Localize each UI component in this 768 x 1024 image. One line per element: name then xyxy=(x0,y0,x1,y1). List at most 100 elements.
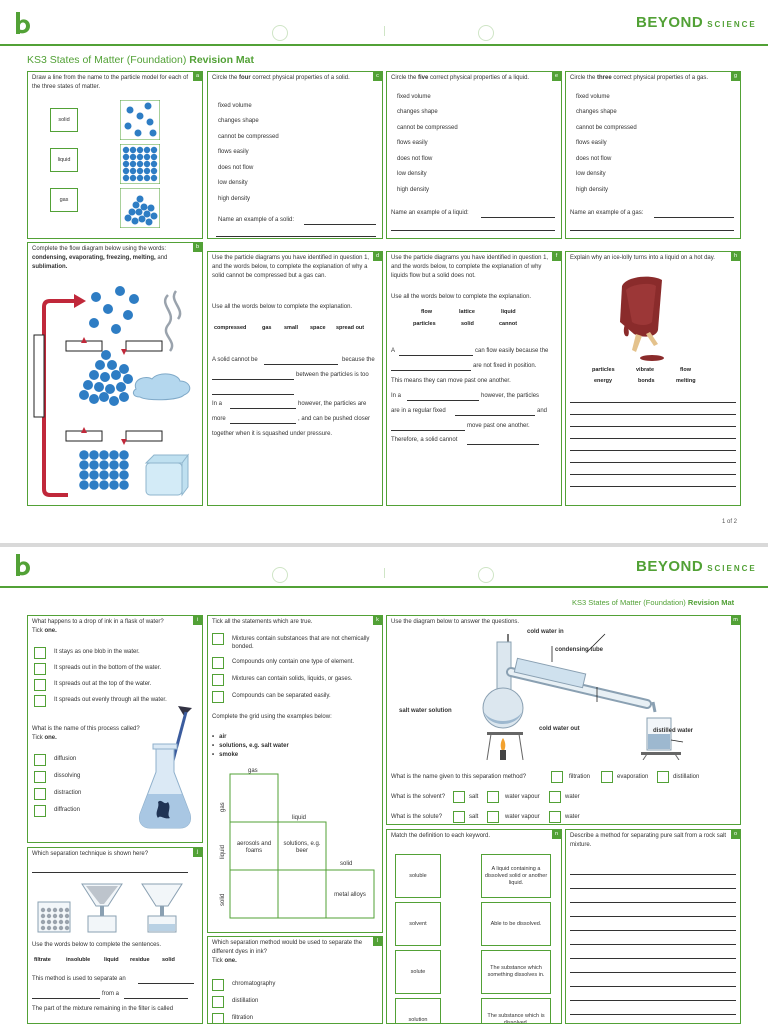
answer-blank[interactable] xyxy=(138,983,194,984)
answer-checkbox[interactable] xyxy=(601,771,613,783)
answer-option: salt xyxy=(469,814,479,820)
keyword-box[interactable]: solvent xyxy=(395,902,441,946)
answer-blank[interactable] xyxy=(407,400,479,401)
property-option[interactable]: cannot be compressed xyxy=(218,134,279,140)
property-option[interactable]: flows easily xyxy=(576,140,607,146)
property-option[interactable]: fixed volume xyxy=(397,94,431,100)
answer-line[interactable] xyxy=(570,426,736,427)
property-option[interactable]: flows easily xyxy=(218,149,249,155)
property-option[interactable]: high density xyxy=(397,187,430,193)
answer-checkbox[interactable] xyxy=(34,805,46,817)
answer-line[interactable] xyxy=(32,872,188,873)
statement-checkbox[interactable] xyxy=(212,691,224,703)
answer-checkbox[interactable] xyxy=(34,771,46,783)
answer-blank[interactable] xyxy=(455,415,535,416)
property-option[interactable]: high density xyxy=(576,187,609,193)
answer-line[interactable] xyxy=(304,224,376,225)
definition-box[interactable]: A liquid containing a dissolved solid or… xyxy=(481,854,551,898)
answer-checkbox[interactable] xyxy=(487,811,499,823)
answer-line[interactable] xyxy=(570,402,736,403)
property-option[interactable]: changes shape xyxy=(576,109,617,115)
keyword-box[interactable]: solute xyxy=(395,950,441,994)
answer-line[interactable] xyxy=(570,1000,736,1001)
answer-line[interactable] xyxy=(570,462,736,463)
property-option[interactable]: changes shape xyxy=(397,109,438,115)
state-label-liquid[interactable]: liquid xyxy=(50,148,78,172)
property-option[interactable]: fixed volume xyxy=(218,103,252,109)
answer-line[interactable] xyxy=(481,217,555,218)
answer-option: water vapour xyxy=(505,814,540,820)
answer-checkbox[interactable] xyxy=(549,791,561,803)
answer-line[interactable] xyxy=(570,486,736,487)
answer-checkbox[interactable] xyxy=(34,679,46,691)
answer-checkbox[interactable] xyxy=(549,811,561,823)
property-option[interactable]: does not flow xyxy=(397,156,433,162)
state-label-solid[interactable]: solid xyxy=(50,108,78,132)
property-option[interactable]: flows easily xyxy=(397,140,428,146)
answer-checkbox[interactable] xyxy=(34,788,46,800)
answer-line[interactable] xyxy=(570,874,736,875)
property-option[interactable]: high density xyxy=(218,196,251,202)
answer-line[interactable] xyxy=(391,230,555,231)
property-option[interactable]: cannot be compressed xyxy=(397,125,458,131)
answer-checkbox[interactable] xyxy=(34,754,46,766)
answer-line[interactable] xyxy=(570,450,736,451)
answer-checkbox[interactable] xyxy=(212,1013,224,1023)
answer-line[interactable] xyxy=(570,438,736,439)
property-option[interactable]: low density xyxy=(218,180,248,186)
statement-checkbox[interactable] xyxy=(212,657,224,669)
property-option[interactable]: fixed volume xyxy=(576,94,610,100)
answer-line[interactable] xyxy=(570,230,734,231)
definition-box[interactable]: Able to be dissolved. xyxy=(481,902,551,946)
answer-blank[interactable] xyxy=(391,430,465,431)
definition-box[interactable]: The substance which something dissolves … xyxy=(481,950,551,994)
state-label-gas[interactable]: gas xyxy=(50,188,78,212)
answer-line[interactable] xyxy=(570,930,736,931)
statement-checkbox[interactable] xyxy=(212,674,224,686)
answer-line[interactable] xyxy=(570,958,736,959)
answer-checkbox[interactable] xyxy=(453,811,465,823)
answer-checkbox[interactable] xyxy=(212,996,224,1008)
keyword-box[interactable]: soluble xyxy=(395,854,441,898)
property-option[interactable]: cannot be compressed xyxy=(576,125,637,131)
answer-blank[interactable] xyxy=(399,355,473,356)
answer-checkbox[interactable] xyxy=(34,695,46,707)
answer-line[interactable] xyxy=(570,916,736,917)
answer-blank[interactable] xyxy=(391,370,471,371)
statement-checkbox[interactable] xyxy=(212,633,224,645)
answer-line[interactable] xyxy=(570,986,736,987)
answer-blank[interactable] xyxy=(212,394,294,395)
answer-checkbox[interactable] xyxy=(34,647,46,659)
answer-line[interactable] xyxy=(654,217,734,218)
answer-checkbox[interactable] xyxy=(657,771,669,783)
answer-blank[interactable] xyxy=(230,408,296,409)
property-option[interactable]: changes shape xyxy=(218,118,259,124)
answer-line[interactable] xyxy=(570,902,736,903)
answer-line[interactable] xyxy=(570,1014,736,1015)
answer-blank[interactable] xyxy=(467,444,539,445)
keyword-box[interactable]: solution xyxy=(395,998,441,1023)
answer-line[interactable] xyxy=(216,236,376,237)
answer-blank[interactable] xyxy=(212,379,294,380)
answer-blank[interactable] xyxy=(124,998,188,999)
answer-blank[interactable] xyxy=(264,364,338,365)
sentence-text: can flow easily because the xyxy=(475,348,549,354)
property-option[interactable]: does not flow xyxy=(576,156,612,162)
property-option[interactable]: low density xyxy=(397,171,427,177)
answer-checkbox[interactable] xyxy=(551,771,563,783)
answer-checkbox[interactable] xyxy=(212,979,224,991)
answer-blank[interactable] xyxy=(32,998,100,999)
answer-line[interactable] xyxy=(570,944,736,945)
answer-checkbox[interactable] xyxy=(487,791,499,803)
definition-box[interactable]: The substance which is dissolved. xyxy=(481,998,551,1023)
particle xyxy=(129,167,137,175)
answer-line[interactable] xyxy=(570,888,736,889)
answer-checkbox[interactable] xyxy=(34,663,46,675)
answer-blank[interactable] xyxy=(230,423,296,424)
property-option[interactable]: does not flow xyxy=(218,165,254,171)
answer-line[interactable] xyxy=(570,474,736,475)
answer-checkbox[interactable] xyxy=(453,791,465,803)
property-option[interactable]: low density xyxy=(576,171,606,177)
answer-line[interactable] xyxy=(570,414,736,415)
answer-line[interactable] xyxy=(570,972,736,973)
